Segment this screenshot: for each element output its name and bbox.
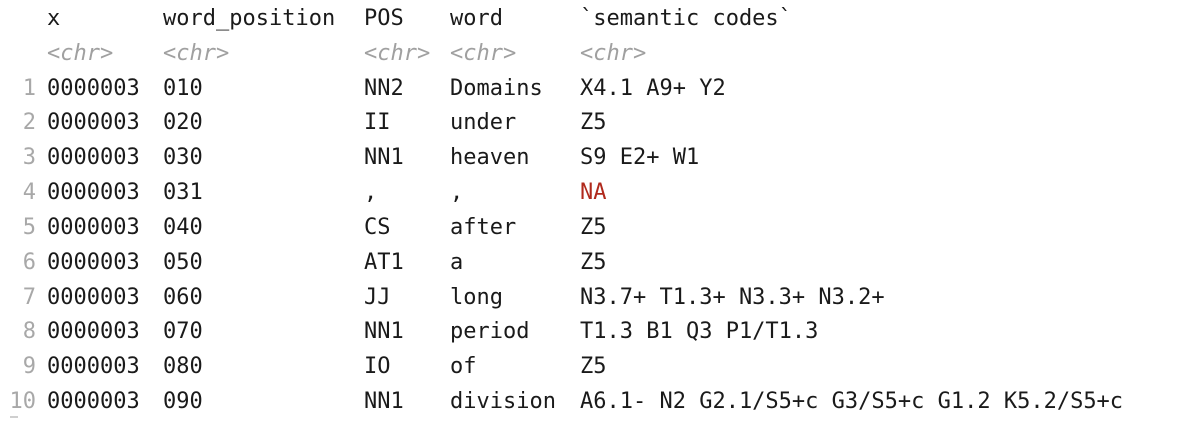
row-number: 8 [22, 319, 36, 344]
row-number: 5 [22, 215, 36, 240]
cell-x: 0000003 [47, 250, 140, 275]
column-header-pos: POS [364, 6, 404, 31]
column-type-word: <chr> [450, 41, 517, 66]
cell-word: after [450, 215, 517, 240]
cell-x: 0000003 [47, 110, 140, 135]
cell-semantic-codes: S9 E2+ W1 [580, 145, 700, 170]
cell-word-position: 010 [163, 76, 203, 101]
cell-semantic-codes: Z5 [580, 110, 607, 135]
column-type-semantic-codes: <chr> [580, 41, 647, 66]
cell-word: of [450, 354, 477, 379]
column-header-word: word [450, 6, 503, 31]
row-number: 4 [22, 180, 36, 205]
cell-word-position: 040 [163, 215, 203, 240]
cell-pos: AT1 [364, 250, 404, 275]
cell-semantic-codes: Z5 [580, 215, 607, 240]
cell-pos: , [364, 180, 378, 205]
cell-word-position: 031 [163, 180, 203, 205]
cell-semantic-codes: A6.1- N2 G2.1/S5+c G3/S5+c G1.2 K5.2/S5+… [580, 389, 1124, 414]
cell-word: long [450, 285, 503, 310]
cell-semantic-codes: Z5 [580, 250, 607, 275]
cell-x: 0000003 [47, 215, 140, 240]
row-number: 2 [22, 110, 36, 135]
cell-word-position: 050 [163, 250, 203, 275]
cell-word: heaven [450, 145, 530, 170]
column-header-semantic-codes: `semantic codes` [580, 6, 792, 31]
row-number: 9 [22, 354, 36, 379]
cell-x: 0000003 [47, 389, 140, 414]
column-header-x: x [47, 6, 61, 31]
cell-semantic-codes: T1.3 B1 Q3 P1/T1.3 [580, 319, 819, 344]
column-header-word-position: word_position [163, 6, 336, 31]
cell-pos: NN1 [364, 389, 404, 414]
cell-x: 0000003 [47, 354, 140, 379]
cell-x: 0000003 [47, 145, 140, 170]
cell-x: 0000003 [47, 319, 140, 344]
cell-word-position: 070 [163, 319, 203, 344]
cell-word-position: 020 [163, 110, 203, 135]
cell-semantic-codes: Z5 [580, 354, 607, 379]
row-number: 10 [9, 389, 37, 414]
cell-pos: IO [364, 354, 391, 379]
cell-word-position: 090 [163, 389, 203, 414]
cell-x: 0000003 [47, 180, 140, 205]
cell-word-position: 030 [163, 145, 203, 170]
cell-word: , [450, 180, 464, 205]
cell-pos: CS [364, 215, 391, 240]
cell-word: Domains [450, 76, 543, 101]
cell-word: division [450, 389, 556, 414]
continuation-mark [10, 416, 18, 418]
cell-pos: NN1 [364, 319, 404, 344]
row-number: 3 [22, 145, 36, 170]
row-number: 6 [22, 250, 36, 275]
cell-pos: NN1 [364, 145, 404, 170]
cell-pos: NN2 [364, 76, 404, 101]
cell-x: 0000003 [47, 76, 140, 101]
cell-word-position: 060 [163, 285, 203, 310]
cell-word-position: 080 [163, 354, 203, 379]
row-number: 1 [22, 76, 36, 101]
column-type-x: <chr> [47, 41, 114, 66]
cell-pos: JJ [364, 285, 391, 310]
row-number: 7 [22, 285, 36, 310]
cell-word: under [450, 110, 517, 135]
column-type-pos: <chr> [364, 41, 431, 66]
cell-semantic-codes: N3.7+ T1.3+ N3.3+ N3.2+ [580, 285, 885, 310]
cell-semantic-codes-na: NA [580, 180, 607, 205]
cell-pos: II [364, 110, 391, 135]
cell-word: period [450, 319, 530, 344]
cell-x: 0000003 [47, 285, 140, 310]
column-type-word-position: <chr> [163, 41, 230, 66]
cell-semantic-codes: X4.1 A9+ Y2 [580, 76, 726, 101]
cell-word: a [450, 250, 464, 275]
